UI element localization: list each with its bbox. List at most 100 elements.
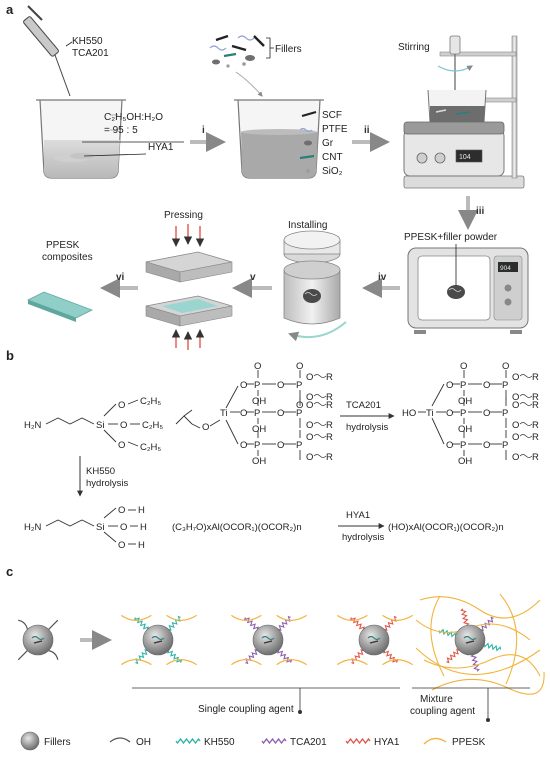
atom-r: R — [326, 400, 333, 411]
coupling-agent-chain — [349, 617, 365, 630]
atom-o: O — [512, 372, 519, 383]
atom-h2n: H₂N — [24, 522, 42, 533]
atom-o: O — [502, 361, 509, 372]
ppesk-chain — [337, 659, 368, 666]
group-oh: OH — [252, 424, 266, 435]
atom-r: R — [532, 400, 539, 411]
group-oh: OH — [252, 396, 266, 407]
panel-label-b: b — [6, 348, 14, 363]
legend-swatch-kh550 — [175, 737, 201, 745]
coupling-agent-chain — [446, 648, 460, 664]
atom-p: P — [502, 440, 508, 451]
filler-particle — [454, 624, 486, 656]
atom-o: O — [512, 392, 519, 403]
coupling-agent-chain — [384, 615, 397, 631]
fillers-label: Fillers — [275, 44, 302, 55]
filler-core-icon — [153, 640, 163, 644]
composite-strip — [27, 291, 93, 322]
leader — [65, 41, 73, 47]
atom-o: O — [512, 420, 519, 431]
tca201-hydrolysed — [418, 370, 533, 460]
atom-r: R — [532, 452, 539, 463]
atom-o: O — [483, 380, 490, 391]
fillers-cluster — [209, 34, 271, 97]
legend-label-ppesk: PPESK — [452, 737, 486, 748]
oh-chain — [18, 619, 28, 630]
filler-core-icon — [465, 640, 475, 644]
atom-r: R — [532, 420, 539, 431]
atom-p: P — [460, 440, 466, 451]
atom-o: O — [446, 408, 453, 419]
atom-o: O — [460, 361, 467, 372]
atom-o: O — [296, 361, 303, 372]
ppesk-chain — [231, 659, 262, 666]
atom-p: P — [296, 380, 302, 391]
filler-core-icon — [263, 640, 273, 644]
filler-item-sio2: SiO₂ — [322, 166, 343, 177]
group-oh: OH — [458, 424, 472, 435]
oh-chain — [48, 619, 59, 630]
ppesk-chain — [499, 593, 518, 685]
legend-label-hya1: HYA1 — [374, 737, 400, 748]
atom-o: O — [240, 408, 247, 419]
powder-label: PPESK+filler powder — [404, 232, 498, 243]
atom-o: O — [483, 440, 490, 451]
syringe — [23, 5, 71, 97]
group-ho: HO — [402, 408, 416, 419]
ppesk-chain — [430, 595, 445, 677]
legend-swatch-tca201 — [261, 737, 287, 745]
pressing-label: Pressing — [164, 210, 203, 221]
atom-r: R — [326, 420, 333, 431]
atom-r: R — [326, 392, 333, 403]
atom-p: P — [254, 440, 260, 451]
atom-o: O — [483, 408, 490, 419]
hya-label: HYA1 — [148, 142, 174, 153]
tca201-label: TCA201 — [346, 400, 381, 411]
step-iv: iv — [378, 272, 387, 283]
solvent-ratio: = 95 : 5 — [104, 125, 138, 136]
beaker-1 — [36, 99, 126, 179]
hydrolysis-label: hydrolysis — [86, 478, 128, 489]
press — [145, 224, 233, 350]
coupling-agent-chain — [383, 650, 399, 663]
atom-p: P — [296, 440, 302, 451]
atom-si: Si — [96, 420, 104, 431]
ppesk-chain — [231, 614, 262, 621]
atom-si: Si — [96, 522, 104, 533]
atom-r: R — [532, 372, 539, 383]
ppesk-chain — [419, 596, 541, 619]
kh550-structure — [45, 399, 140, 447]
coupling-agent-chain — [167, 650, 183, 663]
oh-chain — [48, 650, 59, 660]
solvent-label: C₂H₅OH:H₂O — [104, 112, 163, 123]
hya1-product: (HO)xAl(OCOR₁)(OCOR₂)n — [388, 522, 504, 533]
ppesk-chain — [423, 654, 541, 677]
filler-item-cnt: CNT — [322, 152, 343, 163]
atom-o: O — [120, 420, 127, 431]
group-c2h5: C₂H₅ — [140, 442, 161, 453]
panel-label-a: a — [6, 2, 14, 17]
atom-o: O — [446, 380, 453, 391]
hydrolysis-label: hydrolysis — [346, 422, 388, 433]
panel-label-c: c — [6, 564, 13, 579]
legend-swatch-ppesk — [423, 737, 447, 745]
atom-o: O — [306, 400, 313, 411]
atom-p: P — [460, 380, 466, 391]
filler-particle — [22, 624, 54, 656]
atom-h: H — [138, 505, 145, 516]
atom-o: O — [446, 440, 453, 451]
atom-o: O — [118, 505, 125, 516]
group-oh: OH — [252, 456, 266, 467]
atom-o: O — [254, 361, 261, 372]
stirring-setup — [403, 35, 525, 189]
step-i: i — [202, 125, 205, 136]
ppesk-chain — [121, 659, 152, 666]
filler-core-icon — [33, 640, 43, 644]
atom-o: O — [240, 380, 247, 391]
atom-o: O — [512, 400, 519, 411]
oh-chain — [17, 650, 28, 661]
atom-h2n: H₂N — [24, 420, 42, 431]
group-bracket-single — [132, 687, 400, 714]
